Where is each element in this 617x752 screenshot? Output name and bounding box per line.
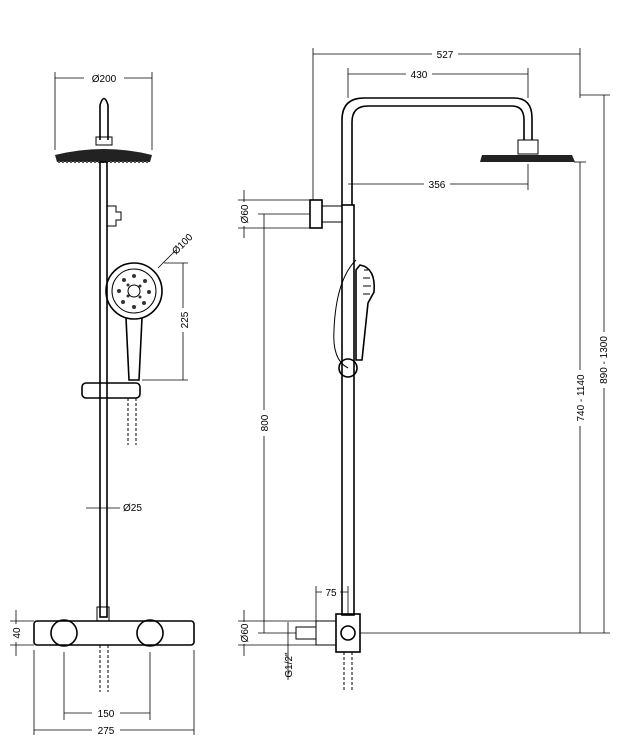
dim-inlet-thread: G1/2" (284, 652, 295, 678)
side-shower-arm (341, 97, 533, 205)
front-hose (127, 398, 137, 445)
dim-bracket-diameter-top: Ø60 (240, 204, 251, 223)
front-riser-rail (99, 161, 108, 618)
front-thermostatic-valve (33, 620, 195, 646)
side-slider-bracket (338, 358, 358, 378)
dim-head-diameter: Ø200 (92, 74, 117, 85)
dim-bracket-diameter-bottom: Ø60 (240, 623, 251, 642)
side-dimensions: 527 430 356 Ø60 800 Ø60 7 (238, 47, 610, 680)
side-handset (355, 264, 376, 361)
side-outlet-hose (343, 652, 353, 692)
front-rail-base (96, 606, 110, 622)
dim-rail-height: 800 (260, 414, 271, 431)
front-dimensions: Ø200 Ø100 225 Ø25 40 150 275 (10, 70, 196, 737)
side-valve-body (335, 613, 361, 653)
side-upper-wall-bracket (309, 199, 323, 229)
front-view (33, 97, 195, 692)
front-handset-head (105, 262, 163, 320)
dim-height-adjust-overall: 890 - 1300 (599, 336, 610, 384)
side-view (295, 97, 575, 692)
front-diverter-knob (107, 205, 122, 227)
dim-rail-diameter: Ø25 (123, 503, 142, 514)
front-shower-head (55, 149, 152, 162)
dim-valve-width: 275 (98, 726, 115, 737)
side-riser-rail (341, 204, 355, 616)
front-outlet-hose (99, 645, 109, 692)
dim-wall-offset: 75 (325, 588, 337, 599)
dim-valve-height: 40 (12, 627, 23, 639)
dim-handset-length: 225 (180, 311, 191, 328)
dim-height-adjust-short: 740 - 1140 (576, 374, 587, 422)
front-gooseneck (99, 97, 109, 140)
front-valve-handle-right (136, 619, 164, 647)
side-hose (333, 259, 357, 369)
side-shower-head (480, 155, 575, 162)
dim-inlet-centres: 150 (98, 709, 115, 720)
front-valve-handle-left (50, 619, 78, 647)
dim-arm-offset: 356 (429, 180, 446, 191)
dim-arm-reach: 430 (411, 70, 428, 81)
dim-handset-diameter: Ø100 (170, 232, 195, 257)
front-slider-bracket (81, 382, 141, 399)
front-handset-handle (125, 317, 143, 381)
dim-overall-reach: 527 (437, 50, 454, 61)
front-head-connector (95, 136, 113, 146)
side-lower-wall-bracket (315, 620, 337, 646)
